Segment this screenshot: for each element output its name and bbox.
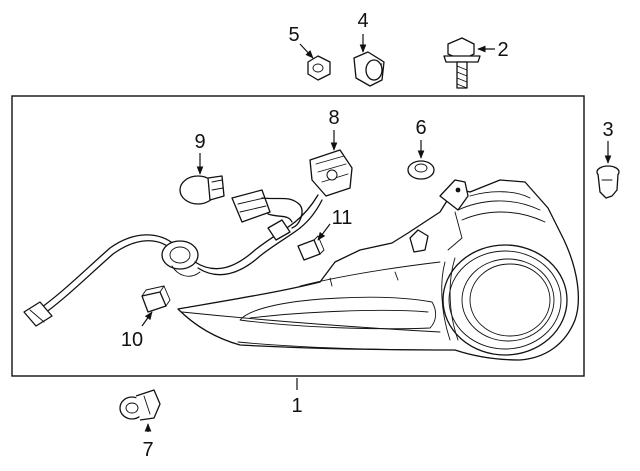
headlamp-housing	[177, 179, 580, 361]
nut-part-5	[307, 55, 331, 81]
callout-4: 4	[357, 10, 368, 32]
callout-6: 6	[415, 117, 426, 139]
retainer-part-4	[353, 51, 385, 87]
bolt-part-2	[443, 37, 481, 89]
callout-10: 10	[121, 329, 143, 351]
pad-part-10	[141, 285, 171, 313]
callout-8: 8	[328, 107, 339, 129]
bulb-part-9	[179, 175, 225, 205]
clip-part-11	[297, 235, 325, 261]
callout-3: 3	[602, 119, 613, 141]
assembly-frame	[11, 95, 585, 377]
nut-part-3	[596, 165, 620, 199]
wiring-harness	[23, 149, 353, 327]
callout-7: 7	[142, 439, 153, 461]
grommet-part-6	[407, 160, 435, 180]
callout-2: 2	[497, 39, 508, 61]
leader-lines	[141, 34, 612, 432]
retainer-part-7	[119, 389, 161, 421]
callout-11: 11	[332, 207, 353, 229]
callout-5: 5	[288, 24, 299, 46]
callout-1: 1	[291, 395, 302, 417]
callout-9: 9	[194, 131, 205, 153]
